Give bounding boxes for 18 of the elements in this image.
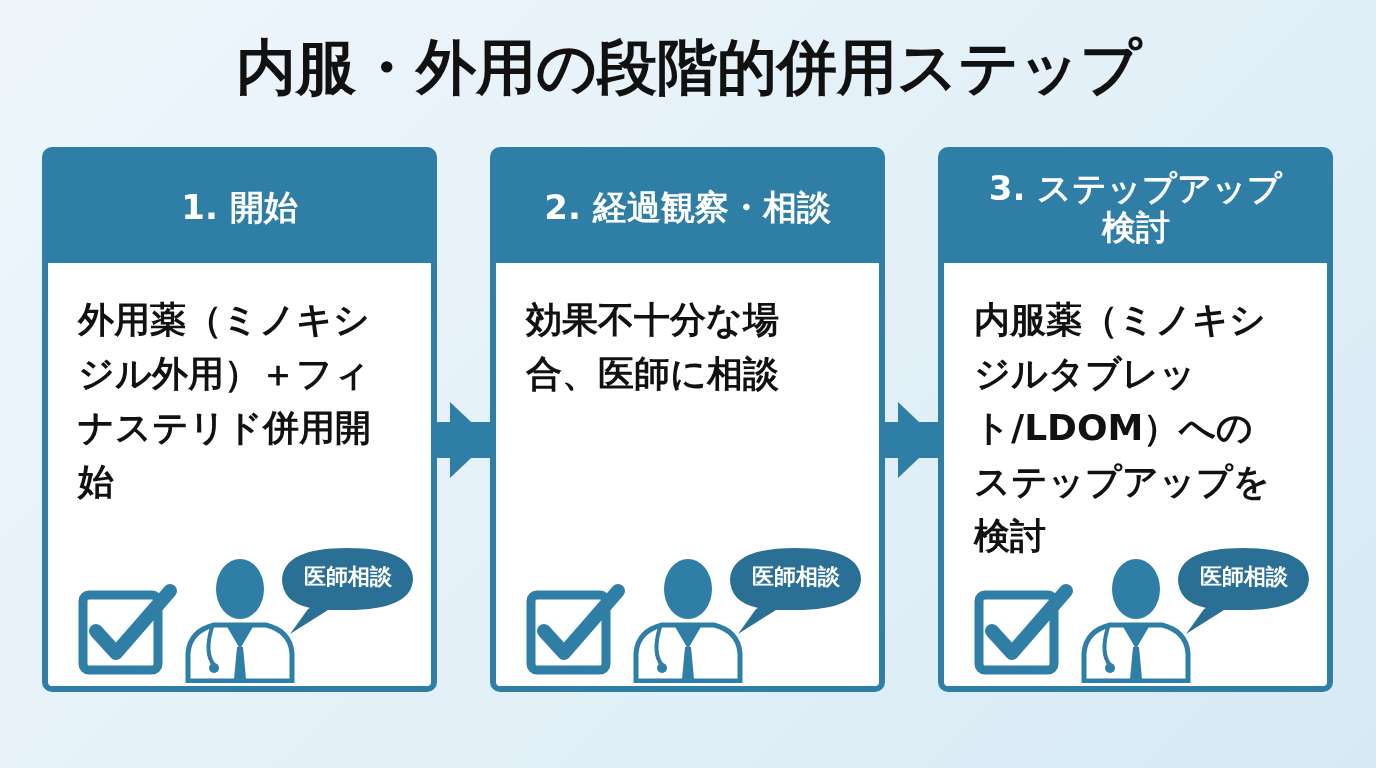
speech-bubble (1176, 546, 1311, 636)
bubble-text: 医師相談 (302, 563, 393, 591)
title: 内服・外用の段階的併用ステップ (234, 31, 1144, 104)
step-description: 外用薬（ミノキシジル外用）＋フィナステリド併用開始 (78, 298, 372, 504)
step-card (938, 147, 1333, 692)
speech-bubble (280, 546, 415, 636)
arrow (885, 402, 938, 478)
step-heading: 3. ステップアップ検討 (944, 153, 1327, 263)
arrow (437, 402, 490, 478)
step-card (490, 147, 885, 692)
step-heading: 2. 経過観察・相談 (496, 153, 879, 263)
step-description: 効果不十分な場合、医師に相談 (526, 298, 780, 396)
speech-bubble (728, 546, 863, 636)
bubble-text: 医師相談 (750, 563, 841, 591)
step-description: 内服薬（ミノキシジルタブレット/LDOM）へのステップアップを検討 (974, 298, 1271, 558)
bubble-text: 医師相談 (1198, 563, 1289, 591)
step-heading: 1. 開始 (48, 153, 431, 263)
step-card (42, 147, 437, 692)
